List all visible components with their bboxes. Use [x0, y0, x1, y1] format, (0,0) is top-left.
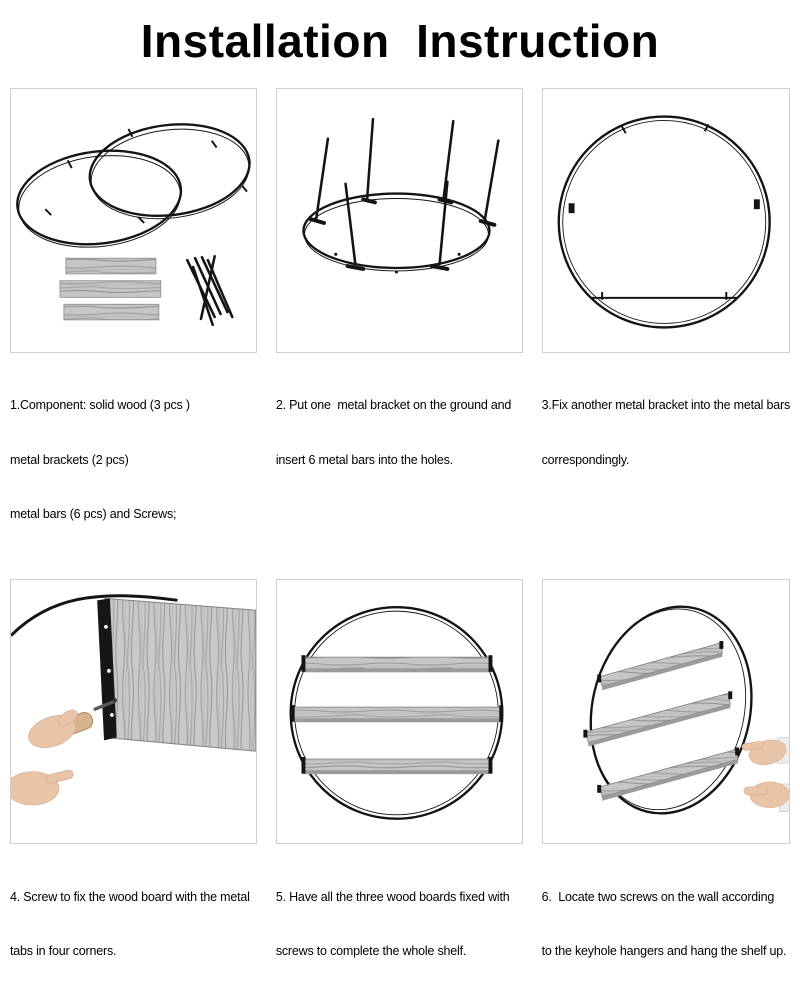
ring-arc [11, 594, 178, 638]
shelf-board-middle [290, 705, 504, 723]
screwdriver-tip [112, 698, 117, 703]
caption-line: metal bars (6 pcs) and Screws; [10, 507, 177, 521]
step-2-panel [275, 88, 523, 353]
hand-lower [743, 782, 789, 813]
step-6-panel [541, 579, 790, 845]
hand-holding-screwdriver [28, 710, 78, 749]
step-1-caption: 1.Component: solid wood (3 pcs ) metal b… [10, 360, 257, 559]
step-4-caption: 4. Screw to fix the wood board with the … [10, 851, 257, 996]
step-5: 5. Have all the three wood boards fixed … [275, 579, 523, 996]
metal-bracket-ground [302, 192, 491, 272]
shelf-board-top [301, 655, 493, 673]
metal-bracket-edge [97, 598, 117, 741]
step-3-panel [541, 88, 790, 353]
metal-bars-back [314, 117, 500, 223]
metal-ring-frame [557, 115, 771, 329]
step-3: 3.Fix another metal bracket into the met… [541, 88, 791, 559]
caption-line: 1.Component: solid wood (3 pcs ) [10, 398, 190, 413]
bracket-tabs [308, 197, 497, 271]
caption-line: insert 6 metal bars into the holes. [275, 452, 453, 467]
pointing-hand [11, 770, 74, 806]
step-5-panel [275, 579, 523, 845]
metal-bars-front [344, 180, 449, 266]
metal-bars [185, 254, 234, 327]
keyhole-hangers [568, 199, 760, 214]
step-1-panel [10, 88, 257, 353]
step-4: 4. Screw to fix the wood board with the … [10, 579, 257, 996]
wood-planks [59, 257, 162, 321]
shelf-board-top [596, 641, 723, 691]
caption-line: to the keyhole hangers and hang the shel… [541, 944, 787, 958]
caption-line: tabs in four corners. [10, 944, 117, 958]
steps-grid: 1.Component: solid wood (3 pcs ) metal b… [0, 88, 800, 996]
ring-tabs [44, 128, 248, 224]
hand-upper [741, 737, 789, 766]
shelf-board-middle [583, 691, 732, 747]
step-6-hanging-illustration [583, 605, 789, 815]
ring-tabs [600, 123, 727, 300]
wood-board [104, 598, 256, 753]
bracket-holes [334, 252, 461, 274]
step-2-caption: 2. Put one metal bracket on the ground a… [276, 360, 523, 505]
instruction-sheet: Installation Instruction [0, 14, 800, 996]
caption-line: correspondingly. [541, 452, 630, 467]
step-5-caption: 5. Have all the three wood boards fixed … [276, 851, 523, 996]
step-1-components-illustration [16, 123, 251, 327]
caption-line: 5. Have all the three wood boards fixed … [275, 889, 510, 904]
metal-ring-front [16, 149, 183, 248]
page-title: Installation Instruction [140, 15, 660, 67]
step-3-caption: 3.Fix another metal bracket into the met… [541, 360, 791, 505]
caption-line: 4. Screw to fix the wood board with the … [10, 889, 250, 904]
caption-line: 6. Locate two screws on the wall accordi… [541, 889, 775, 904]
step-4-screwing-illustration [11, 594, 256, 806]
bracket-screws [104, 625, 114, 718]
step-6-caption: 6. Locate two screws on the wall accordi… [542, 851, 790, 996]
shelf-board-bottom [596, 747, 739, 802]
caption-line: 3.Fix another metal bracket into the met… [541, 398, 791, 413]
metal-ring-back [88, 123, 251, 220]
step-1: 1.Component: solid wood (3 pcs ) metal b… [10, 88, 257, 559]
step-2-bracket-bars-illustration [302, 117, 500, 274]
caption-line: 2. Put one metal bracket on the ground a… [275, 398, 512, 413]
caption-line: screws to complete the whole shelf. [275, 944, 467, 958]
step-3-front-ring-illustration [557, 115, 771, 329]
step-5-complete-shelf-illustration [289, 606, 504, 821]
step-6: 6. Locate two screws on the wall accordi… [541, 579, 790, 996]
step-2: 2. Put one metal bracket on the ground a… [275, 88, 523, 559]
shelf-board-bottom [301, 757, 493, 775]
step-4-panel [10, 579, 257, 845]
caption-line: metal brackets (2 pcs) [10, 452, 129, 467]
screwdriver-shaft [93, 699, 117, 712]
